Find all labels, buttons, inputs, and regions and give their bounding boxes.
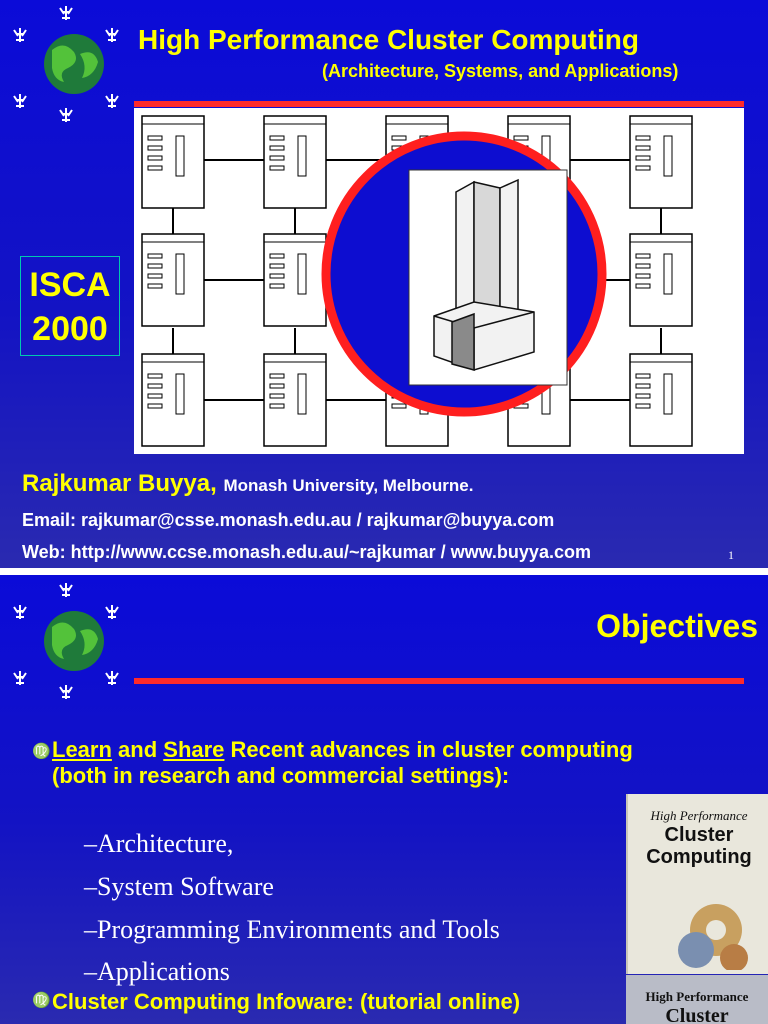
web-line[interactable]: Web: http://www.ccse.monash.edu.au/~rajk… — [22, 542, 591, 562]
slide-separator — [0, 568, 768, 575]
bullet-infoware: ♍ Cluster Computing Infoware: (tutorial … — [32, 989, 521, 1015]
sub-bullet-text: Architecture, — [97, 829, 234, 858]
supercomputer-icon — [433, 178, 535, 371]
email-line[interactable]: Email: rajkumar@csse.monash.edu.au / raj… — [22, 510, 555, 530]
book-title-line: High Performance — [650, 808, 748, 823]
author-affiliation: Monash University, Melbourne. — [223, 476, 474, 495]
globe-network-icon — [13, 6, 119, 122]
isca-badge: ISCA 2000 — [20, 256, 120, 356]
author-name: Rajkumar Buyya, — [22, 470, 217, 497]
globe-network-icon — [13, 583, 119, 699]
book-title-line: Cluster — [664, 824, 734, 846]
bullet-icon: ♍ — [32, 992, 51, 1009]
author-line: Rajkumar Buyya, Monash University, Melbo… — [22, 470, 473, 498]
cluster-diagram — [134, 108, 744, 454]
slide-title: High Performance Cluster Computing — [138, 24, 639, 55]
page-number: 1 — [728, 548, 734, 562]
sub-bullet: –System Software — [84, 872, 274, 901]
word-share: Share — [163, 737, 225, 762]
slide-1: High Performance Cluster Computing (Arch… — [0, 0, 768, 568]
book-title-line: Computing — [646, 846, 752, 868]
book-cover-image — [678, 904, 748, 970]
badge-line-2: 2000 — [32, 310, 108, 348]
sub-bullet-text: System Software — [97, 872, 274, 901]
divider-line — [134, 678, 744, 684]
bullet-learn-share: ♍ Learn and Share Recent advances in clu… — [32, 737, 652, 789]
book-cover-2: High Performance Cluster — [626, 975, 768, 1024]
bullet-text: Cluster Computing Infoware: (tutorial on… — [52, 989, 521, 1014]
divider-line — [134, 101, 744, 107]
book-title-line: High Performance — [645, 989, 749, 1004]
slide-title: Objectives — [596, 608, 758, 644]
bullet-icon: ♍ — [32, 743, 51, 760]
word-learn: Learn — [52, 737, 112, 762]
cluster-diagram-image — [141, 115, 693, 447]
book-title-line: Cluster — [665, 1005, 729, 1024]
sub-bullet: –Architecture, — [84, 829, 234, 858]
book-cover-1: High Performance Cluster Computing — [626, 794, 768, 974]
sub-bullet: –Programming Environments and Tools — [84, 915, 500, 944]
sub-bullet-text: Applications — [97, 957, 230, 986]
slide-2: Objectives ♍ Learn and Share Recent adva… — [0, 575, 768, 1024]
sub-bullet: –Applications — [84, 957, 230, 986]
slide-subtitle: (Architecture, Systems, and Applications… — [322, 61, 679, 81]
word-and: and — [111, 737, 164, 762]
sub-bullet-text: Programming Environments and Tools — [97, 915, 500, 944]
bullet-text: Recent advances in cluster computing (bo… — [52, 737, 633, 788]
badge-line-1: ISCA — [29, 266, 111, 304]
